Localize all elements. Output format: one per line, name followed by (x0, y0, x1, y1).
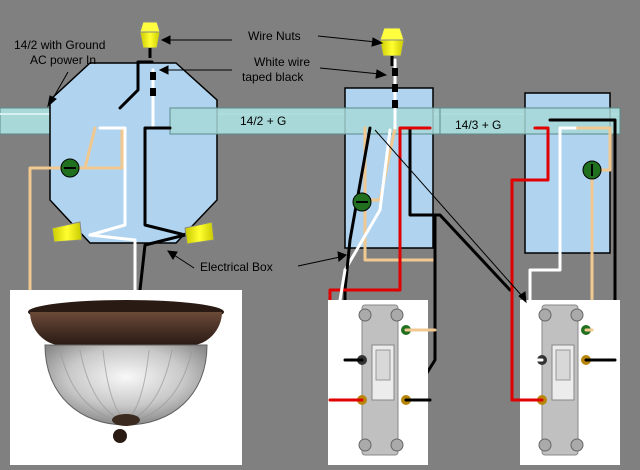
taped-black-marks-2 (392, 68, 398, 108)
wire-nut-right (184, 221, 215, 245)
wire-nut-top-2 (379, 27, 405, 66)
label-cable-14-2: 14/2 + G (240, 114, 286, 128)
three-way-switch-1-icon (328, 300, 428, 465)
hot-wire-in (118, 60, 154, 110)
arrow-box-1 (173, 254, 195, 269)
neutral-wire-fixture (88, 233, 137, 292)
ceiling-light-fixture-icon (10, 290, 242, 465)
label-white-wire-2: taped black (242, 70, 304, 84)
ground-wire-out (68, 126, 124, 170)
wire-nut-left (51, 221, 83, 243)
ceiling-electrical-box (49, 62, 218, 244)
taped-black-marks-1 (150, 72, 156, 96)
fixture-hot-wire (138, 233, 187, 292)
arrow-ac-power (51, 71, 69, 101)
label-ac-power-1: 14/2 with Ground (14, 38, 105, 52)
ground-screw-1 (60, 158, 80, 178)
arrow-white-wire-2 (319, 67, 381, 75)
box2-white-through (343, 128, 392, 272)
label-white-wire-1: White wire (254, 55, 310, 69)
ground-screw-3 (582, 160, 602, 180)
label-cable-14-3: 14/3 + G (455, 118, 501, 132)
neutral-wire-in (88, 126, 127, 237)
arrow-wire-nut-2 (317, 35, 377, 43)
box2-black-through (408, 126, 512, 292)
label-ac-power-2: AC power In (30, 53, 96, 67)
label-wire-nuts: Wire Nuts (248, 29, 301, 43)
box3-white-wire (528, 126, 577, 302)
switch-leg-black (143, 126, 187, 237)
arrow-box-2 (297, 256, 341, 267)
arrow-white-wire-3 (374, 129, 523, 297)
label-electrical-box: Electrical Box (200, 260, 273, 274)
three-way-switch-2-icon (520, 300, 620, 465)
ground-wire-fixture (28, 166, 72, 302)
wire-nut-top-1 (139, 21, 161, 58)
ground-screw-2 (352, 192, 372, 212)
